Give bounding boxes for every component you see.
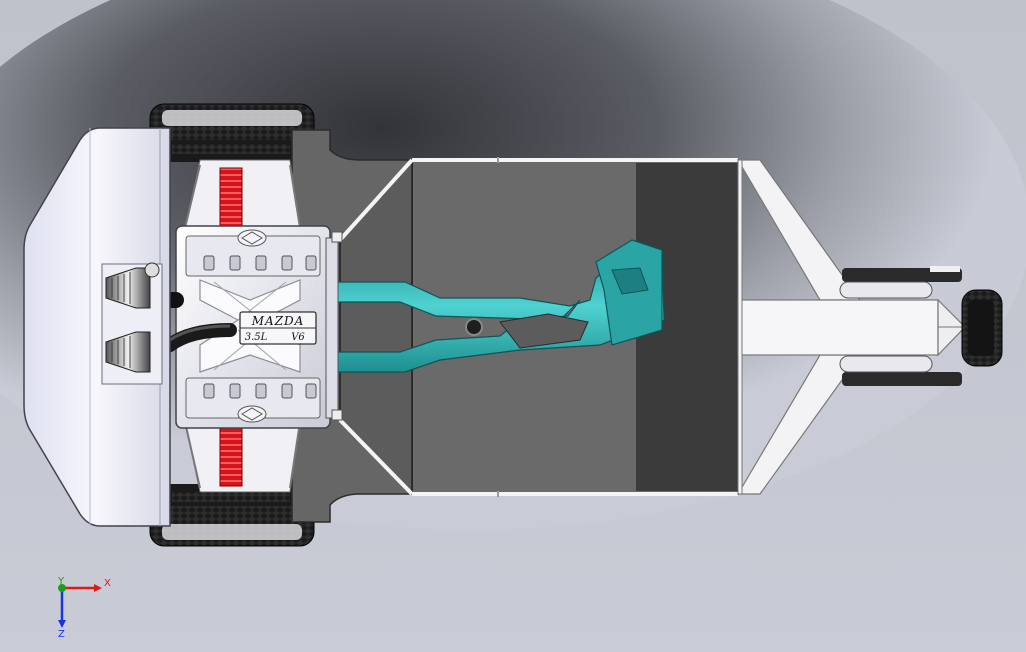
axis-y-label: Y <box>57 576 65 587</box>
exhaust-mount-bolt <box>465 318 483 336</box>
rear-suspension-lower <box>184 419 301 493</box>
axis-z-label: Z <box>58 629 65 640</box>
axis-x-arrow <box>94 584 102 592</box>
front-tire[interactable] <box>961 289 1003 367</box>
front-wheel-lower[interactable] <box>839 355 933 373</box>
air-filter-upper[interactable] <box>105 262 160 309</box>
axis-z-arrow <box>58 620 66 628</box>
exhaust-system <box>335 239 665 373</box>
coil-spring-lower <box>219 423 243 487</box>
rear-left-tire[interactable] <box>149 103 315 162</box>
engine-displacement-label: 3.5L <box>245 332 268 343</box>
front-truss-frame <box>736 159 966 495</box>
cam-cover-logo-lower <box>237 405 267 423</box>
air-filter-lower[interactable] <box>105 331 151 373</box>
rear-suspension-upper <box>184 159 301 231</box>
axis-y-marker <box>58 584 66 592</box>
coil-spring-upper <box>219 167 243 231</box>
front-axle <box>842 266 962 386</box>
engine-block[interactable]: MAZDA 3.5L V6 <box>175 225 343 429</box>
rear-right-tire[interactable] <box>149 484 315 547</box>
front-wheel-upper[interactable] <box>839 281 933 299</box>
engine-config-label: V6 <box>291 332 305 343</box>
cam-cover-logo-upper <box>237 229 267 247</box>
engine-brand-label: MAZDA <box>251 314 305 328</box>
axis-x-label: X <box>104 578 111 589</box>
coordinate-triad[interactable]: X Y Z <box>57 576 111 640</box>
